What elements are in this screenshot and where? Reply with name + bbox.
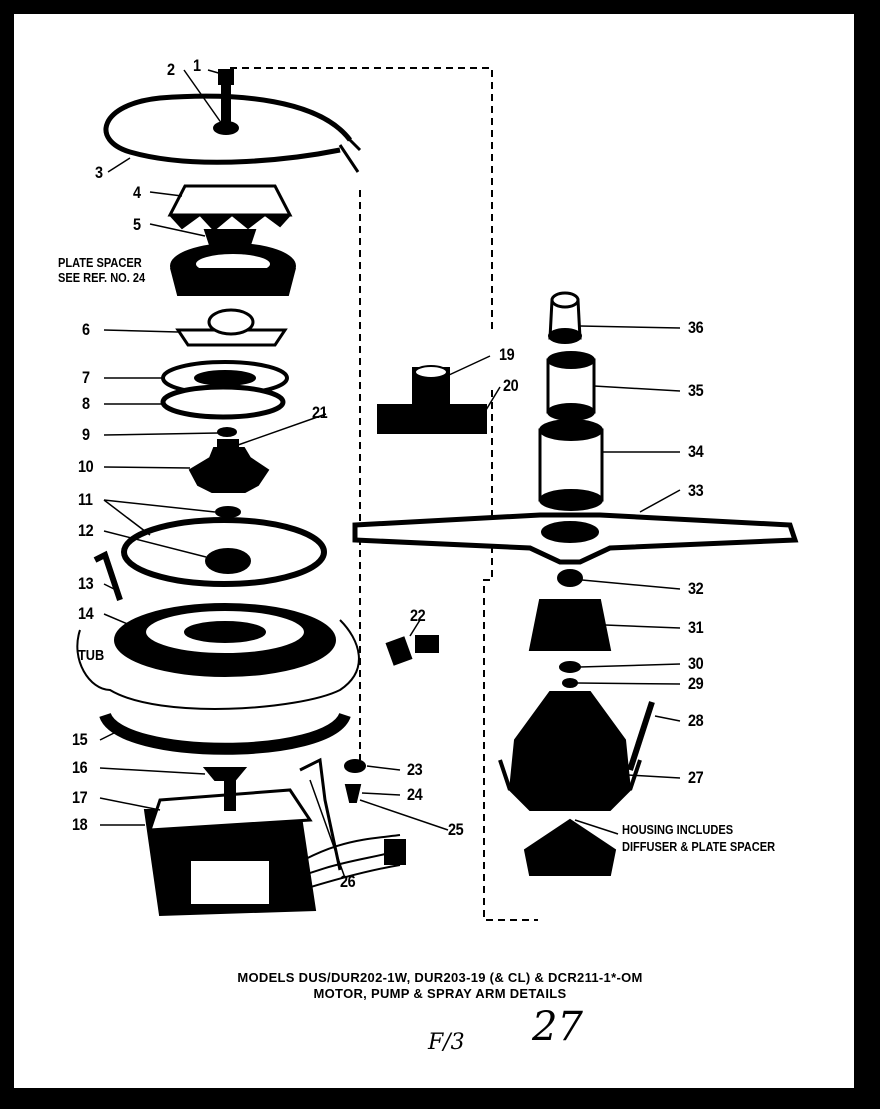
bracket-part-20 (377, 404, 487, 434)
callout-27: 27 (688, 768, 704, 787)
callout-36: 36 (688, 318, 704, 337)
mount-ring-part-15 (99, 712, 351, 755)
callout-31: 31 (688, 618, 704, 637)
nut-part-32 (557, 569, 583, 587)
callout-13: 13 (78, 574, 94, 593)
callout-16: 16 (72, 758, 88, 777)
gasket-part-11 (121, 517, 327, 587)
note-housing-line2: DIFFUSER & PLATE SPACER (622, 839, 776, 854)
note-plate-spacer-line2: SEE REF. NO. 24 (58, 270, 146, 285)
callout-9: 9 (82, 425, 90, 444)
clamp-part-26 (299, 757, 342, 871)
handwritten-page-number: 27 (532, 1004, 583, 1050)
slinger-part-16 (202, 767, 248, 781)
nut-part-23 (344, 759, 366, 773)
impeller-part-5 (203, 229, 257, 246)
callout-19: 19 (499, 345, 515, 364)
callout-29: 29 (688, 674, 704, 693)
callout-28: 28 (688, 711, 704, 730)
washer-part-30 (559, 661, 581, 673)
bolt-part-1 (218, 69, 234, 127)
washer-part-29 (562, 678, 578, 688)
bolt-part-28 (627, 701, 655, 771)
callout-15: 15 (72, 730, 88, 749)
cap-part-31 (528, 599, 612, 651)
callout-6: 6 (82, 320, 90, 339)
callout-10: 10 (78, 457, 94, 476)
plate-part-8 (160, 384, 286, 420)
clip-part-22 (385, 636, 413, 666)
callout-25: 25 (448, 820, 464, 839)
callout-34: 34 (688, 442, 704, 461)
callout-23: 23 (407, 760, 423, 779)
washer-part-2 (213, 121, 239, 135)
callout-35: 35 (688, 381, 704, 400)
note-tub: TUB (78, 647, 105, 664)
callout-17: 17 (72, 788, 88, 807)
housing-part-27 (508, 691, 632, 811)
callout-4: 4 (133, 183, 141, 202)
caption-models: MODELS DUS/DUR202-1W, DUR203-19 (& CL) &… (237, 970, 643, 985)
callout-12: 12 (78, 521, 94, 540)
handwritten-fig-label: F/3 (428, 1030, 465, 1055)
impeller-part-10 (188, 447, 270, 493)
callout-11: 11 (78, 490, 93, 509)
callout-32: 32 (688, 579, 704, 598)
heating-element-part-3 (103, 93, 352, 165)
callout-14: 14 (78, 604, 94, 623)
callout-7: 7 (82, 368, 90, 387)
callout-20: 20 (503, 376, 519, 395)
seal-part-12 (205, 548, 251, 574)
callout-26: 26 (340, 872, 356, 891)
screw-part-24 (344, 784, 362, 803)
note-housing-line1: HOUSING INCLUDES (622, 822, 734, 837)
callout-24: 24 (407, 785, 423, 804)
callout-21: 21 (312, 403, 328, 422)
callout-3: 3 (95, 163, 103, 182)
lower-impeller (523, 818, 617, 876)
callout-22: 22 (410, 606, 426, 625)
callout-5: 5 (133, 215, 141, 234)
bolt-part-13 (93, 550, 123, 601)
caption-title: MOTOR, PUMP & SPRAY ARM DETAILS (313, 986, 567, 1001)
callout-1: 1 (193, 56, 201, 75)
pump-cover-part-4 (167, 184, 293, 217)
callout-18: 18 (72, 815, 88, 834)
callout-2: 2 (167, 60, 175, 79)
note-plate-spacer-line1: PLATE SPACER (58, 255, 142, 270)
callout-8: 8 (82, 394, 90, 413)
tub-outline (76, 619, 360, 710)
callout-33: 33 (688, 481, 704, 500)
callout-30: 30 (688, 654, 704, 673)
seal-part-9 (217, 427, 237, 437)
